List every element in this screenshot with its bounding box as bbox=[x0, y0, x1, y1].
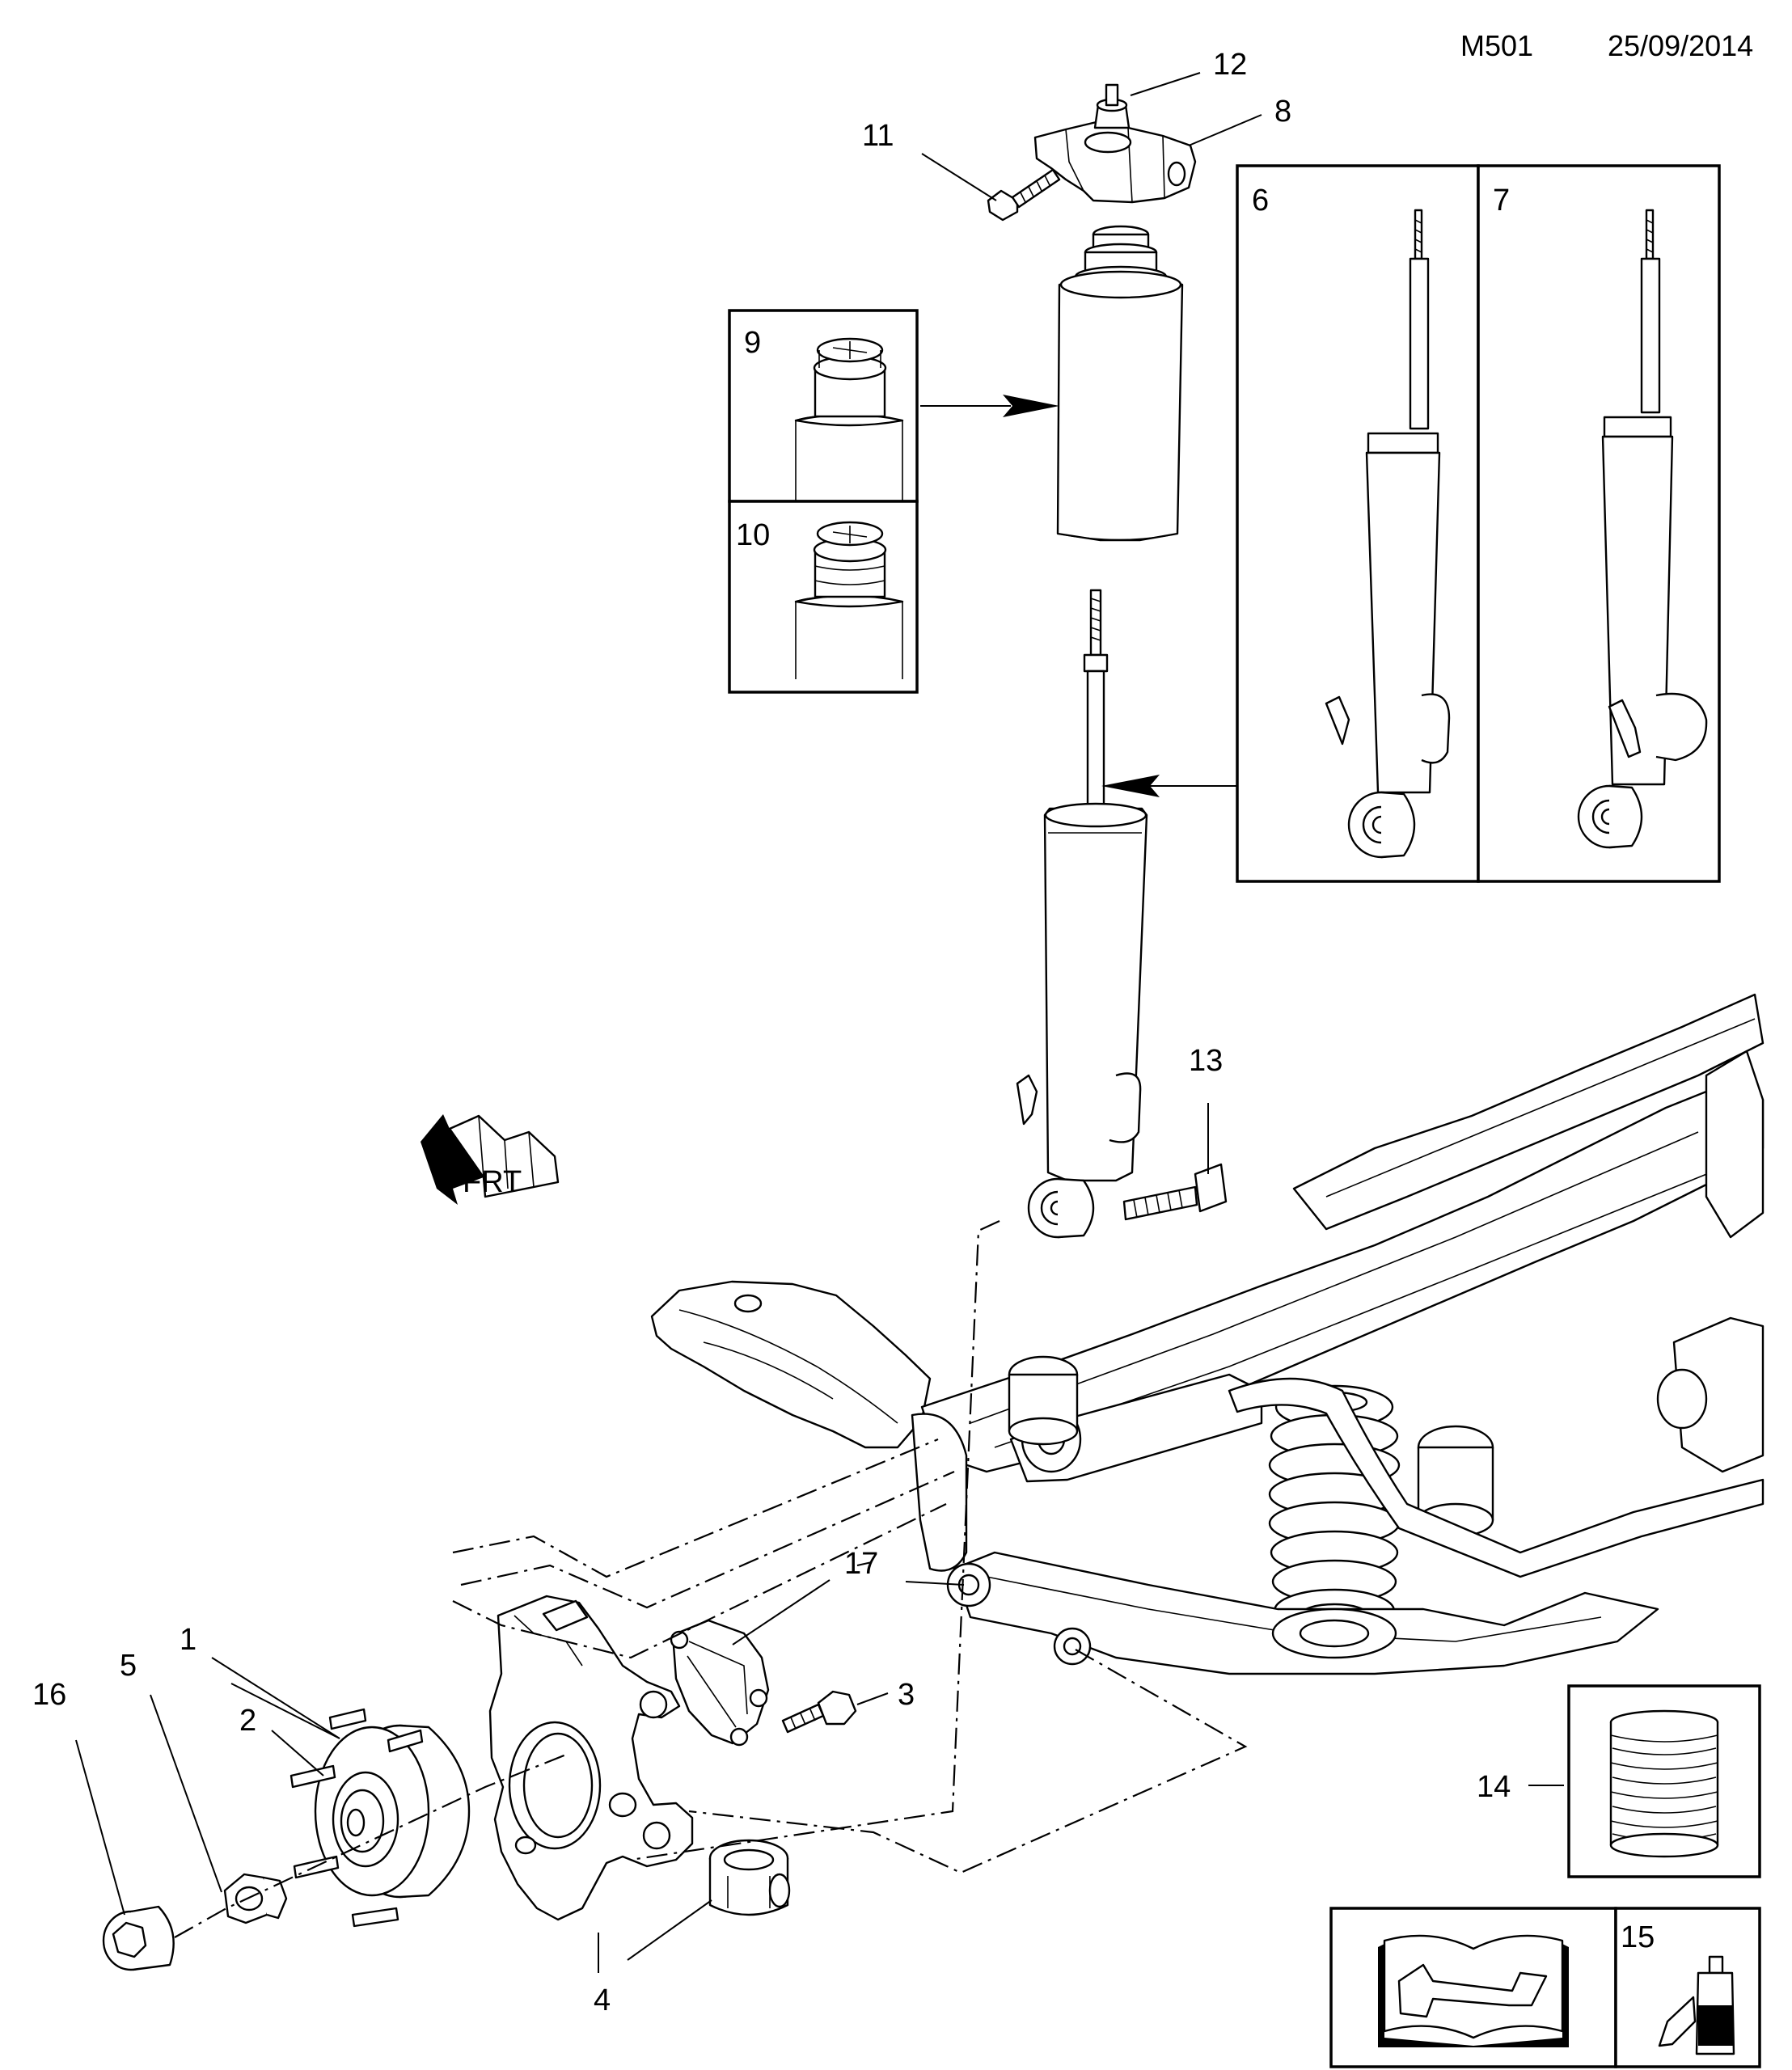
knuckle-bushing[interactable] bbox=[708, 1839, 791, 1916]
steering-knuckle[interactable] bbox=[488, 1595, 694, 1921]
shock-upper-body[interactable] bbox=[1056, 270, 1184, 542]
callout-11: 11 bbox=[862, 119, 894, 153]
diagram-date: 25/09/2014 bbox=[1608, 29, 1754, 62]
callout-8: 8 bbox=[1274, 95, 1291, 129]
detail-box-7 bbox=[1477, 164, 1721, 883]
hub-nut[interactable] bbox=[223, 1873, 288, 1924]
shock-rod[interactable] bbox=[1083, 589, 1109, 817]
callout-6: 6 bbox=[1252, 184, 1269, 218]
upper-mount[interactable] bbox=[1033, 120, 1197, 204]
shock-lower-bushing[interactable] bbox=[1027, 1177, 1095, 1239]
assembly-line-hub bbox=[174, 1753, 567, 1938]
callout-4: 4 bbox=[594, 1983, 611, 2017]
shock-lower-body[interactable] bbox=[1016, 802, 1148, 1182]
callout-16: 16 bbox=[32, 1678, 66, 1712]
frt-label: FRT bbox=[463, 1165, 522, 1199]
dust-boot[interactable] bbox=[1609, 1709, 1719, 1858]
repair-manual-icon bbox=[1378, 1934, 1569, 2047]
detail-arrow-6-7 bbox=[1101, 775, 1237, 797]
assembly-line-knuckle-c bbox=[452, 1503, 947, 1659]
shock-cap-variant-9[interactable] bbox=[794, 337, 904, 501]
callout-13: 13 bbox=[1189, 1044, 1223, 1078]
shock-cap-variant-10[interactable] bbox=[794, 521, 904, 679]
callout-3: 3 bbox=[898, 1678, 915, 1712]
detail-arrow-9 bbox=[920, 395, 1059, 417]
rear-subframe bbox=[650, 993, 1765, 1675]
callout-17: 17 bbox=[844, 1547, 878, 1581]
diagram-code: M501 bbox=[1460, 29, 1534, 62]
leader-lines bbox=[75, 72, 1564, 1973]
detail-box-6 bbox=[1236, 164, 1480, 883]
hub-cap[interactable] bbox=[102, 1905, 175, 1971]
callout-14: 14 bbox=[1477, 1770, 1511, 1804]
shock-variant-6[interactable] bbox=[1325, 209, 1451, 859]
callout-2: 2 bbox=[239, 1704, 256, 1738]
wheel-studs[interactable] bbox=[290, 1708, 424, 1928]
knuckle-bolt[interactable] bbox=[781, 1690, 857, 1734]
callout-1: 1 bbox=[180, 1623, 197, 1657]
backing-plate[interactable] bbox=[670, 1619, 770, 1747]
detail-box-15 bbox=[1614, 1907, 1761, 2068]
callout-15: 15 bbox=[1621, 1920, 1655, 1954]
callout-12: 12 bbox=[1213, 48, 1247, 82]
assembly-line-shock bbox=[630, 1220, 1000, 1861]
mount-bolt[interactable] bbox=[987, 168, 1061, 222]
shock-lower-bolt[interactable] bbox=[1122, 1163, 1228, 1221]
assembly-line-knuckle-a bbox=[452, 1438, 939, 1578]
callout-9: 9 bbox=[744, 326, 761, 360]
mount-nut[interactable] bbox=[1093, 83, 1131, 129]
adhesive-bottle-icon bbox=[1658, 1955, 1735, 2055]
assembly-line-knuckle-b bbox=[460, 1470, 955, 1609]
callout-10: 10 bbox=[736, 518, 770, 552]
assembly-line-arm bbox=[688, 1649, 1248, 1874]
shock-variant-7[interactable] bbox=[1577, 209, 1708, 849]
front-direction-arrow-icon: FRT bbox=[421, 1114, 560, 1205]
callout-7: 7 bbox=[1493, 184, 1510, 218]
callout-5: 5 bbox=[120, 1649, 137, 1683]
